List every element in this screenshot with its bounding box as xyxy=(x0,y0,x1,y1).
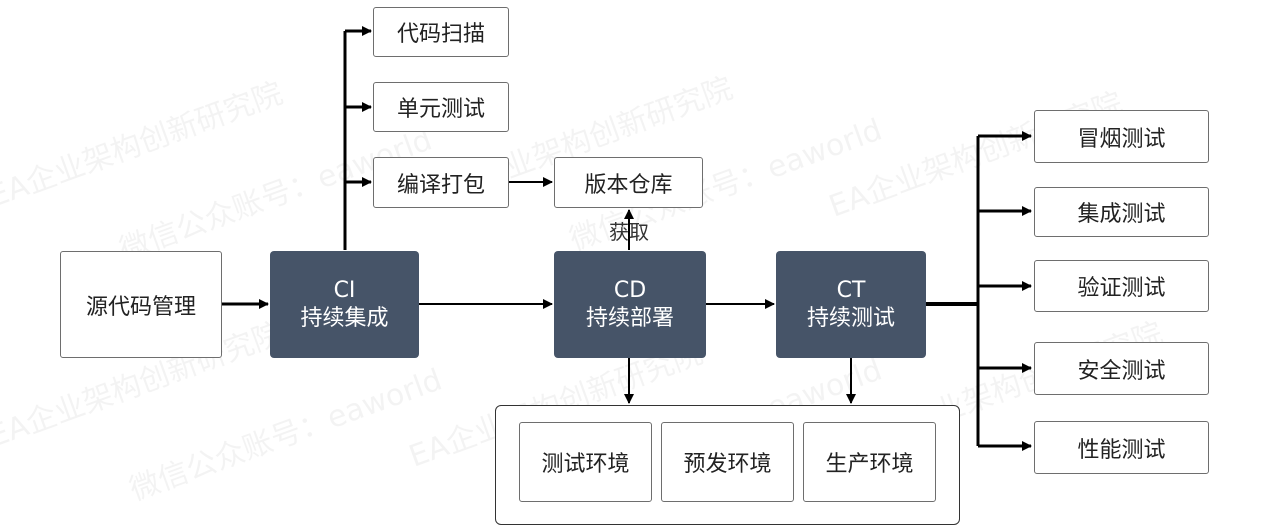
node-performance-test: 性能测试 xyxy=(1034,421,1209,474)
node-ci: CI 持续集成 xyxy=(270,251,419,358)
node-version-repo: 版本仓库 xyxy=(554,157,703,208)
node-label: 性能测试 xyxy=(1077,437,1166,463)
node-label: 持续部署 xyxy=(585,305,674,331)
node-label: 预发环境 xyxy=(683,452,772,477)
fetch-label: 获取 xyxy=(609,220,649,244)
node-label: 持续集成 xyxy=(300,305,389,331)
node-code-scan: 代码扫描 xyxy=(373,7,509,57)
node-label: 版本仓库 xyxy=(584,172,673,198)
node-label: 代码扫描 xyxy=(396,22,485,47)
node-source-mgmt: 源代码管理 xyxy=(60,251,222,358)
node-integration-test: 集成测试 xyxy=(1034,187,1209,237)
node-security-test: 安全测试 xyxy=(1034,342,1209,395)
node-label: 冒烟测试 xyxy=(1077,126,1166,152)
node-label: 集成测试 xyxy=(1077,202,1166,227)
node-label: 编译打包 xyxy=(396,172,485,198)
node-smoke-test: 冒烟测试 xyxy=(1034,110,1209,163)
node-label: 测试环境 xyxy=(541,452,630,477)
node-label: 验证测试 xyxy=(1077,276,1166,301)
node-label: 源代码管理 xyxy=(85,294,196,320)
node-abbr: CI xyxy=(333,277,356,303)
env-test: 测试环境 xyxy=(519,422,652,502)
node-label: 单元测试 xyxy=(396,97,485,122)
node-ct: CT 持续测试 xyxy=(776,251,926,358)
node-unit-test: 单元测试 xyxy=(373,82,509,132)
node-label: 安全测试 xyxy=(1077,358,1166,384)
node-cd: CD 持续部署 xyxy=(554,251,706,358)
node-compile-package: 编译打包 xyxy=(373,157,509,208)
node-label: 生产环境 xyxy=(825,452,914,477)
node-label: 持续测试 xyxy=(806,305,895,331)
node-verification-test: 验证测试 xyxy=(1034,260,1209,312)
node-abbr: CD xyxy=(613,277,647,303)
node-abbr: CT xyxy=(836,277,866,303)
env-production: 生产环境 xyxy=(803,422,936,502)
env-staging: 预发环境 xyxy=(661,422,794,502)
